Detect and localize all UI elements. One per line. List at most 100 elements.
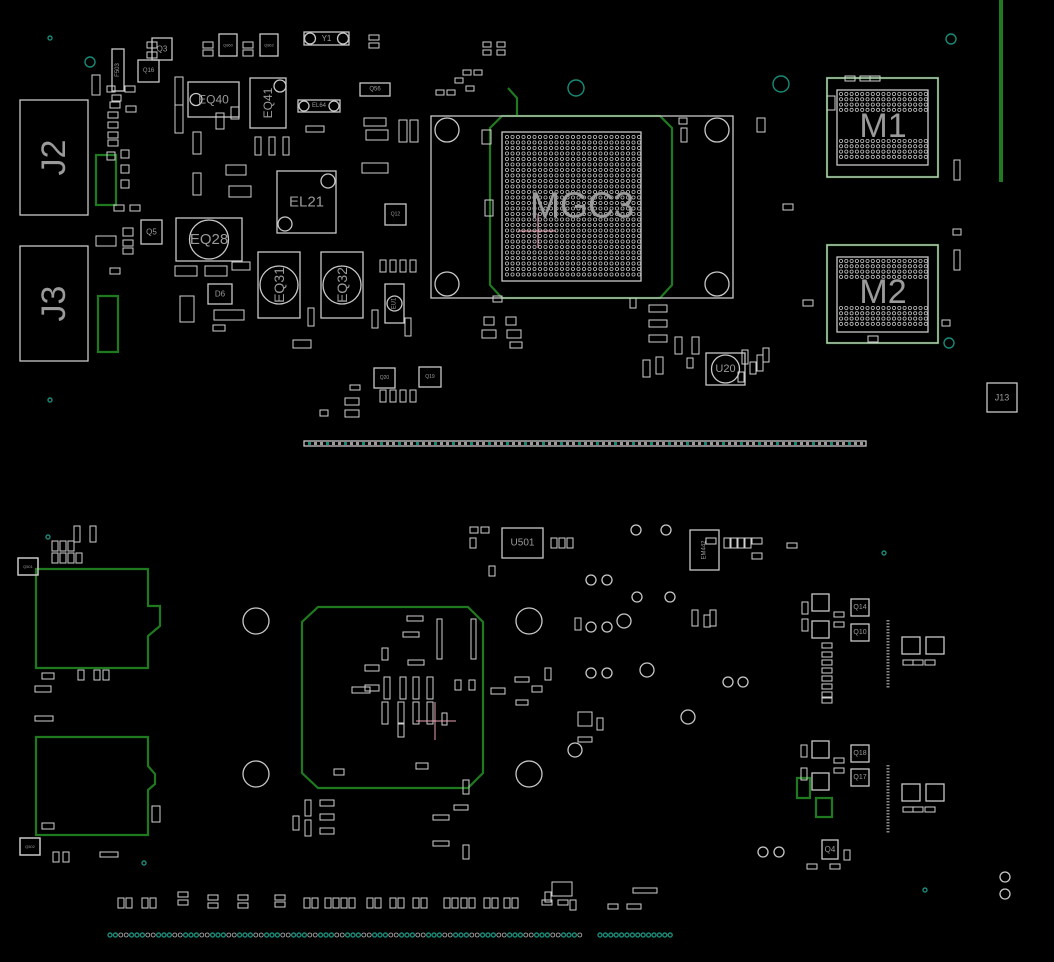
component-q860[interactable] — [218, 33, 238, 57]
smd-pad — [629, 297, 637, 309]
smd-pad — [869, 75, 881, 82]
smd-pad — [462, 844, 470, 860]
component-q14[interactable] — [850, 598, 870, 617]
component-q16[interactable] — [137, 59, 160, 83]
component-eq28[interactable] — [175, 217, 243, 262]
smd-pad — [691, 609, 699, 627]
label-q502: Q502 — [25, 844, 36, 849]
smd-pad — [436, 618, 443, 660]
smd-pad — [365, 129, 389, 141]
smd-pad — [292, 815, 300, 831]
smd-pad — [402, 631, 420, 638]
smd-pad — [228, 185, 252, 198]
smd-pad — [409, 389, 417, 403]
component-m2[interactable] — [826, 244, 939, 344]
smd-pad — [821, 683, 833, 690]
smd-pad — [407, 659, 425, 666]
component-q862[interactable] — [259, 33, 279, 57]
component-q17[interactable] — [850, 768, 870, 787]
label-j3: J3 — [35, 286, 73, 322]
label-eq28: EQ28 — [190, 231, 228, 248]
component-q10[interactable] — [850, 623, 870, 642]
smd-pad — [607, 903, 619, 910]
smd-pad — [574, 617, 582, 631]
component-u501[interactable] — [501, 527, 544, 559]
smd-pad — [89, 525, 97, 543]
component-eq40[interactable] — [187, 81, 240, 118]
smd-pad — [192, 172, 202, 196]
smd-pad — [366, 897, 374, 909]
smd-pad — [786, 542, 798, 549]
component-q3[interactable] — [151, 37, 173, 61]
component-q56[interactable] — [359, 82, 391, 97]
smd-pad — [93, 669, 101, 681]
smd-pad — [406, 615, 424, 622]
label-q501: Q501 — [23, 564, 34, 569]
smd-pad — [488, 565, 496, 577]
smd-pad — [304, 799, 312, 817]
label-q12: Q12 — [391, 212, 401, 218]
component-eq31[interactable] — [257, 251, 301, 319]
smd-pad — [432, 840, 450, 847]
label-q10: Q10 — [853, 629, 866, 636]
component-d6[interactable] — [207, 283, 233, 305]
smd-pad — [492, 295, 503, 303]
smd-pad — [399, 389, 407, 403]
smd-pad — [399, 676, 407, 700]
smd-pad — [333, 768, 345, 776]
component-q5[interactable] — [140, 219, 163, 245]
smd-pad — [703, 614, 711, 628]
smd-pad — [566, 537, 574, 549]
smd-pad — [125, 105, 137, 113]
smd-pad — [496, 41, 506, 48]
smd-pad — [468, 897, 476, 909]
smd-pad — [122, 227, 134, 237]
label-em442: EM442 — [702, 540, 708, 560]
smd-pad — [484, 199, 494, 217]
smd-pad — [125, 897, 133, 909]
component-j13[interactable] — [986, 382, 1018, 413]
smd-pad — [242, 41, 254, 49]
smd-pad — [691, 336, 700, 355]
component-m1[interactable] — [826, 77, 939, 178]
component-f503[interactable] — [111, 48, 125, 92]
smd-pad — [379, 259, 387, 273]
smd-pad — [443, 897, 451, 909]
component-y1[interactable] — [303, 31, 350, 46]
smd-pad — [751, 537, 763, 545]
component-eu1[interactable] — [384, 283, 405, 324]
smd-pad — [800, 767, 808, 781]
component-q20[interactable] — [373, 367, 396, 389]
smd-pad — [268, 136, 276, 156]
component-q4[interactable] — [821, 839, 839, 860]
component-u20[interactable] — [705, 352, 746, 386]
smd-pad — [829, 863, 841, 870]
component-j2[interactable] — [19, 99, 89, 216]
label-m2: M2 — [859, 273, 906, 311]
component-eq41[interactable] — [249, 77, 287, 129]
component-el21[interactable] — [276, 170, 337, 234]
label-q14: Q14 — [853, 604, 866, 611]
smd-pad — [274, 894, 286, 901]
component-q12[interactable] — [384, 203, 407, 226]
smd-pad — [202, 41, 214, 49]
component-q19[interactable] — [418, 366, 442, 388]
component-em442[interactable] — [689, 529, 720, 571]
component-j3[interactable] — [19, 245, 89, 362]
component-eq32[interactable] — [320, 251, 364, 319]
smd-pad — [282, 136, 290, 156]
smd-pad — [680, 127, 688, 143]
smd-pad — [151, 805, 161, 823]
smd-pad — [426, 676, 434, 700]
mgc3-package[interactable] — [430, 115, 734, 299]
component-el64[interactable] — [297, 99, 341, 113]
label-mgc3: MGC3 — [530, 185, 634, 226]
smd-pad — [120, 179, 130, 189]
smd-pad — [483, 316, 495, 326]
component-q18[interactable] — [850, 744, 870, 763]
smd-pad — [544, 667, 552, 681]
smd-pad — [902, 659, 914, 666]
smd-pad — [480, 526, 490, 534]
smd-pad — [632, 887, 658, 894]
